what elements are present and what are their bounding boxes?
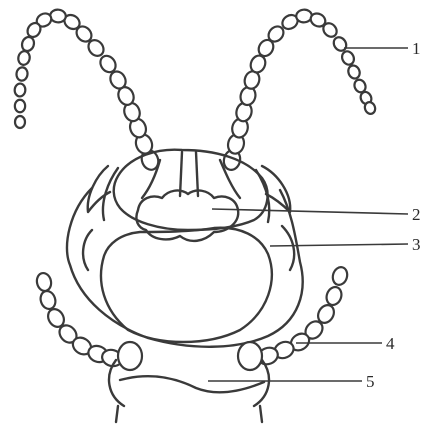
right-antenna	[222, 9, 377, 172]
neck-region	[109, 342, 269, 422]
head-capsule	[67, 150, 303, 347]
antenna-segment	[15, 100, 25, 112]
leader-line-3	[270, 244, 408, 246]
antenna-segment	[296, 9, 312, 23]
callout-4: 4	[386, 334, 395, 353]
antenna-segment	[340, 49, 356, 66]
palp-segment	[38, 289, 57, 311]
antenna-segment	[16, 67, 29, 82]
callout-5: 5	[366, 372, 375, 391]
callout-labels: 1 2 3 4 5	[366, 39, 421, 391]
palp-segment	[324, 285, 344, 307]
leader-line-2	[212, 209, 408, 214]
antenna-segment	[346, 64, 361, 81]
callout-1: 1	[412, 39, 421, 58]
antenna-segment	[50, 9, 66, 23]
antenna-segment	[17, 50, 31, 66]
left-antenna	[14, 9, 161, 172]
callout-3: 3	[412, 235, 421, 254]
callout-2: 2	[412, 205, 421, 224]
palp-segment	[35, 272, 53, 293]
antenna-segment	[14, 83, 25, 97]
palp-segment	[331, 265, 350, 286]
antenna-segment	[15, 116, 25, 128]
